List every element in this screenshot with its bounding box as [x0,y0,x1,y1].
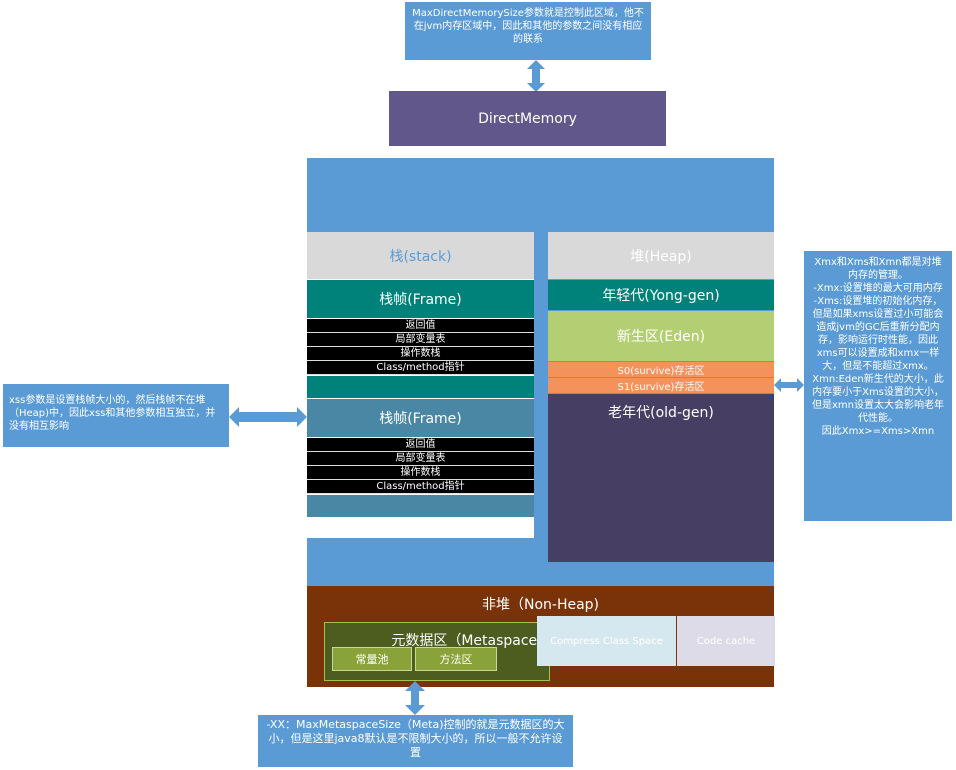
xss-arrow [229,407,307,427]
compress-class-space-box: Compress Class Space [537,616,676,666]
frame-label: 栈帧(Frame) [379,411,462,427]
direct-memory-arrow [527,60,545,92]
frame-label: 栈帧(Frame) [379,292,462,308]
eden-space: 新生区(Eden) [548,311,774,361]
non-heap-header: 非堆（Non-Heap) [307,589,774,619]
compress-class-space-label: Compress Class Space [550,635,663,647]
frame-row-method-pointer: Class/method指针 [307,361,534,375]
frame-row-operand-stack: 操作数栈 [307,466,534,480]
frame-row-local-vars: 局部变量表 [307,452,534,466]
frame-footer [307,376,534,398]
eden-label: 新生区(Eden) [616,329,706,345]
old-gen: 老年代(old-gen) [548,394,774,562]
code-cache-label: Code cache [696,635,756,647]
metaspace-label: 元数据区（Metaspace) [391,633,543,649]
constant-pool-label: 常量池 [355,653,389,666]
direct-memory-box: DirectMemory [389,91,666,146]
survivor-s1: S1(survive)存活区 [548,378,774,393]
young-gen-label: 年轻代(Yong-gen) [602,288,720,304]
heap-arrow [774,378,804,392]
frame-row-operand-stack: 操作数栈 [307,347,534,361]
metaspace-note: -XX：MaxMetaspaceSize（Meta)控制的就是元数据区的大小，但… [258,715,573,767]
s1-label: S1(survive)存活区 [617,382,705,393]
stack-title: 栈(stack) [389,248,452,265]
survivor-s0: S0(survive)存活区 [548,362,774,377]
metaspace-arrow [405,681,425,715]
method-area-box: 方法区 [415,647,497,671]
frame-row-return-value: 返回值 [307,438,534,452]
method-area-label: 方法区 [439,653,473,666]
heap-params-note: Xmx和Xms和Xmn都是对堆内存的管理。 -Xmx:设置堆的最大可用内存 -X… [804,251,952,521]
heap-header: 堆(Heap) [548,232,774,279]
code-cache-box: Code cache [677,616,775,666]
stack-frame: 栈帧(Frame) [307,280,534,318]
direct-memory-note: MaxDirectMemorySize参数就是控制此区域，他不在jvm内存区域中… [405,2,651,60]
frame-footer [307,495,534,517]
non-heap-title: 非堆（Non-Heap) [481,597,600,613]
xss-note: xss参数是设置栈帧大小的，然后栈帧不在堆（Heap)中，因此xss和其他参数相… [3,384,229,447]
direct-memory-label: DirectMemory [478,110,577,127]
frame-row-method-pointer: Class/method指针 [307,480,534,494]
young-gen: 年轻代(Yong-gen) [548,280,774,310]
metaspace-header: 元数据区（Metaspace) [324,629,550,651]
constant-pool-box: 常量池 [332,647,412,671]
frame-row-return-value: 返回值 [307,319,534,333]
old-gen-label: 老年代(old-gen) [608,405,714,421]
stack-header: 栈(stack) [307,232,534,279]
s0-label: S0(survive)存活区 [617,366,705,377]
frame-row-local-vars: 局部变量表 [307,333,534,347]
stack-frame: 栈帧(Frame) [307,399,534,437]
heap-title: 堆(Heap) [630,248,692,265]
